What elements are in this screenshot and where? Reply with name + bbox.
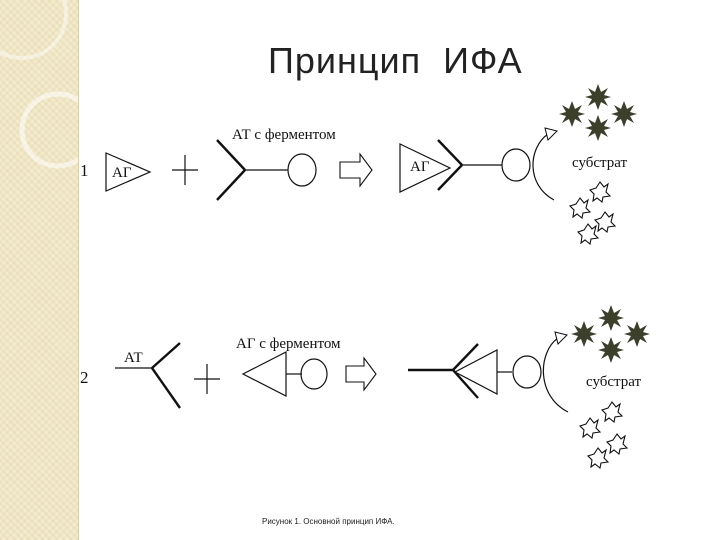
row1-plus-sign bbox=[172, 155, 198, 185]
row1-complex: АГ bbox=[400, 128, 557, 200]
row2-plus-sign bbox=[194, 364, 220, 394]
row1-reaction-arrow bbox=[340, 154, 372, 186]
row1-antigen: АГ bbox=[106, 153, 150, 191]
row2-number: 2 bbox=[80, 368, 89, 387]
row1-antibody-enzyme-label: АТ с ферментом bbox=[232, 127, 336, 143]
row2-antigen-with-enzyme bbox=[243, 352, 327, 396]
row1-number: 1 bbox=[80, 161, 89, 180]
row2-complex bbox=[408, 332, 568, 412]
row1-antigen-label: АГ bbox=[112, 165, 132, 181]
row1-colored-product bbox=[559, 84, 637, 141]
row2-substrate-molecules bbox=[580, 402, 627, 468]
row2-substrate-label: субстрат bbox=[586, 374, 642, 390]
row2-antibody-label: АТ bbox=[124, 350, 143, 366]
figure-caption: Рисунок 1. Основной принцип ИФА. bbox=[262, 517, 395, 526]
row2-antigen-enzyme-label: АГ с ферментом bbox=[236, 336, 341, 352]
row1-complex-antigen-label: АГ bbox=[410, 159, 430, 175]
row1-substrate-label: субстрат bbox=[572, 155, 628, 171]
row2-reaction-arrow bbox=[346, 358, 376, 390]
row1-substrate-molecules bbox=[570, 182, 615, 244]
row1-antibody-with-enzyme bbox=[217, 140, 316, 200]
row2-colored-product bbox=[571, 305, 650, 363]
